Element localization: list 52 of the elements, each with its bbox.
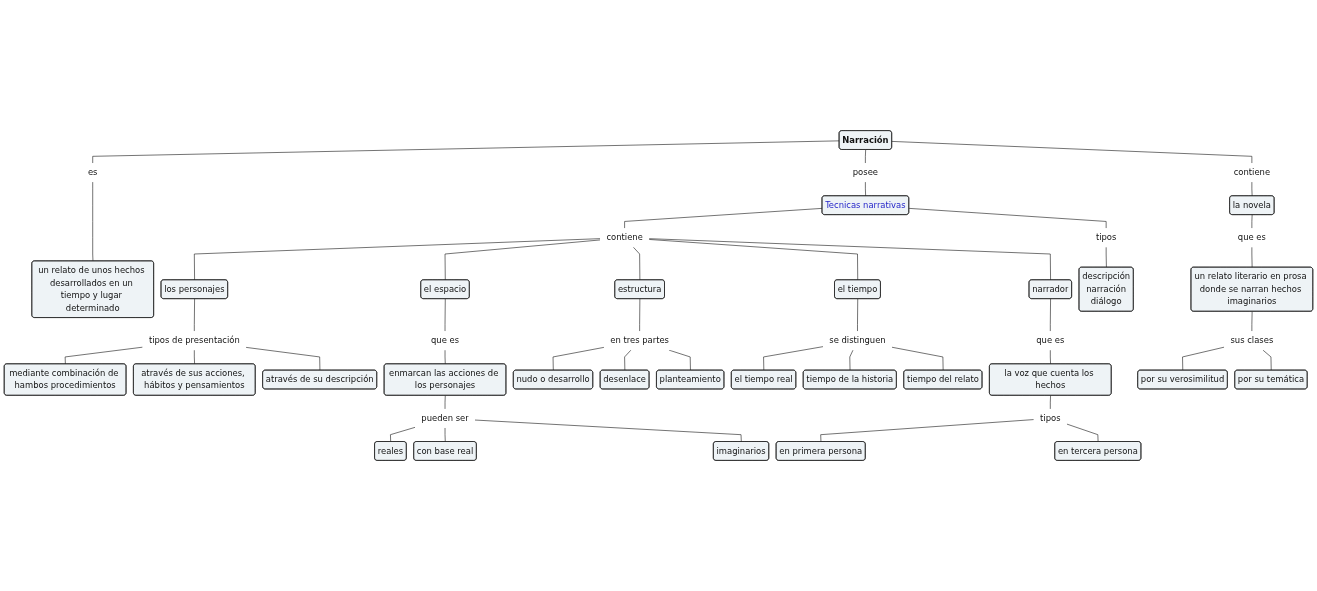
connector (1251, 311, 1253, 332)
node-text: es (87, 167, 98, 178)
connector (444, 298, 446, 332)
node-text: en tres partes (610, 335, 669, 346)
connector (891, 141, 1253, 164)
connector (1251, 246, 1253, 268)
connector (444, 239, 601, 281)
connector (865, 149, 866, 164)
connector (891, 346, 944, 371)
connector (64, 346, 143, 365)
connector (648, 239, 859, 281)
connector (552, 347, 605, 371)
node-text: pueden ser (421, 413, 469, 424)
connector (245, 347, 321, 371)
node-text: contiene (1233, 167, 1271, 178)
connector (908, 208, 1107, 229)
connector (624, 349, 632, 371)
connector (1066, 423, 1099, 443)
node-text: que es (431, 335, 460, 346)
connector (1251, 214, 1253, 229)
connector (92, 181, 94, 262)
connector (857, 298, 859, 332)
connector (820, 419, 1035, 443)
connector (865, 181, 866, 197)
connector (1050, 395, 1051, 410)
connector (624, 208, 823, 229)
connector (763, 346, 824, 371)
node-text: tipos (1040, 413, 1061, 424)
connector (639, 298, 641, 332)
connector (194, 238, 601, 281)
node-text: tipos de presentación (148, 335, 240, 346)
connector (1105, 246, 1107, 268)
connector (1182, 346, 1225, 371)
connector (194, 298, 195, 332)
node-text: que es (1237, 232, 1266, 243)
connector (474, 419, 742, 443)
connector (849, 349, 854, 371)
connector (194, 349, 195, 365)
node-text: sus clases (1230, 335, 1274, 346)
connector (390, 427, 416, 443)
connector (1262, 349, 1272, 371)
connector (1050, 349, 1051, 365)
node-text: contiene (606, 232, 643, 243)
node-text: se distinguen (829, 335, 886, 346)
node-text: posee (852, 167, 878, 178)
connector (648, 238, 1051, 281)
connector (92, 140, 840, 164)
node-text: tipos (1095, 232, 1117, 243)
connector (444, 395, 446, 410)
connector (633, 246, 641, 281)
node-text: que es (1036, 335, 1065, 346)
connector (1050, 298, 1051, 332)
